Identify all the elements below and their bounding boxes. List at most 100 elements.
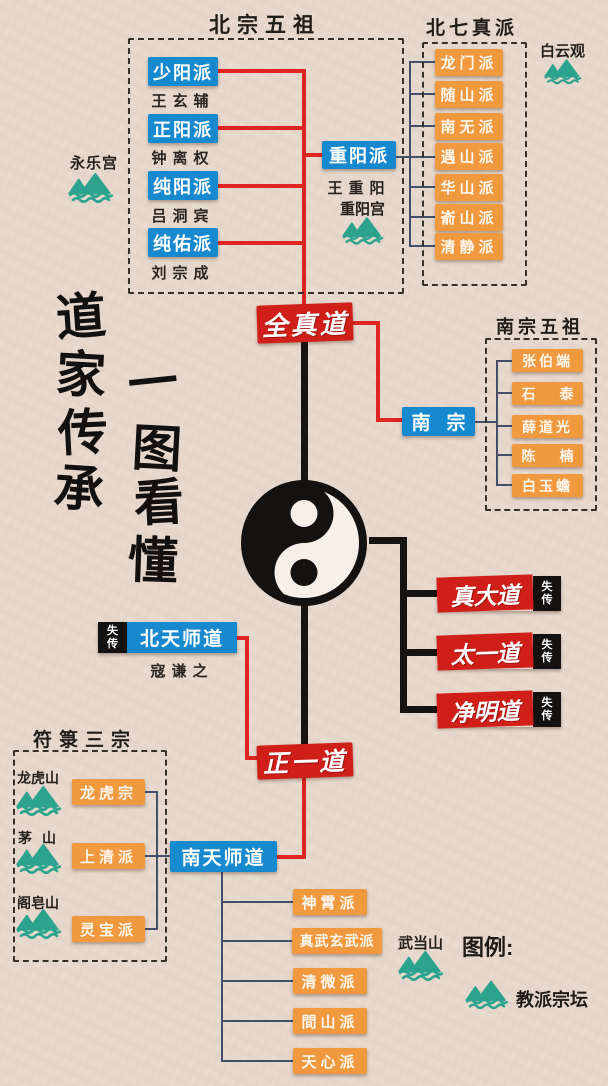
site-gezaoshan-label: 阁皂山 [17, 895, 59, 911]
node-taiyidao: 太一道 失传 [436, 632, 561, 671]
node-shenxiaopai: 神霄派 [293, 889, 367, 915]
taiyidao-lost-tag: 失传 [533, 634, 561, 669]
calligraphy-dong: 懂 [127, 530, 180, 591]
beitianshidao-lost-text: 失传 [107, 624, 118, 650]
founder-kouqianzhi: 寇谦之 [150, 663, 214, 680]
calligraphy-yi: 一 [125, 350, 181, 415]
founder-liuzongcheng: 刘宗成 [151, 265, 215, 282]
calligraphy-chuan: 传 [56, 401, 110, 464]
south-five-stub-5 [496, 484, 512, 486]
south-five-groupbox [485, 338, 597, 511]
north-seven-stub-4 [396, 156, 435, 158]
site-longhushan-label: 龙虎山 [17, 770, 59, 786]
south-five-stub-2 [496, 392, 512, 394]
node-xuedaoguang: 薛道光 [512, 415, 583, 438]
zhendadao-lost-text: 失传 [541, 580, 553, 606]
calligraphy-cheng: 承 [52, 457, 107, 520]
connector-zhengyang [218, 126, 305, 130]
connector-chunyou [218, 241, 305, 245]
node-chongyangpai: 重阳派 [322, 141, 396, 169]
node-jianshanpai: 間山派 [293, 1008, 367, 1034]
node-nanzong: 南宗 [402, 407, 475, 436]
jingmingdao-label: 净明道 [436, 690, 534, 729]
node-zhengyidao: 正一道 [256, 742, 354, 780]
node-shangqingpai: 上清派 [72, 843, 145, 869]
jingmingdao-lost-tag: 失传 [533, 692, 561, 727]
north-seven-rail [409, 61, 411, 247]
site-yonglegong-label: 永乐宫 [70, 155, 119, 172]
site-chongyanggong-label: 重阳宫 [340, 201, 386, 218]
node-yushanpai: 遇山派 [435, 143, 503, 170]
node-longmenpai: 龙门派 [435, 49, 503, 76]
north-five-groupbox [128, 38, 404, 294]
calligraphy-kan: 看 [132, 471, 186, 534]
jingmingdao-lost-text: 失传 [541, 696, 553, 722]
calligraphy-tu: 图 [130, 417, 184, 480]
connector-chongyang [302, 153, 324, 157]
south-five-rail [496, 360, 498, 486]
node-chunyangpai: 纯阳派 [148, 171, 218, 200]
stub-taiyidao [400, 649, 437, 656]
gezaoshan-mountain-icon [16, 908, 62, 939]
south-schools-stub-5 [221, 1060, 293, 1062]
taiyidao-lost-text: 失传 [541, 638, 553, 664]
zhendadao-label: 真大道 [436, 574, 534, 613]
node-tianxinpai: 天心派 [293, 1048, 367, 1074]
yonglegong-mountain-icon [68, 172, 114, 204]
south-five-stub-1 [496, 360, 512, 362]
stub-zhendadao [400, 590, 437, 597]
baiyunguan-mountain-icon [544, 59, 582, 85]
node-nantianshidao: 南天师道 [170, 841, 277, 872]
node-zhangboduan: 张伯端 [512, 349, 583, 372]
fulu-groupbox [13, 750, 167, 962]
node-nanwupai: 南无派 [435, 113, 503, 140]
south-five-stub-3 [496, 425, 512, 427]
chongyanggong-mountain-icon [342, 217, 384, 245]
founder-lvdongbin: 吕洞宾 [151, 208, 215, 225]
node-qingweipai: 清微派 [293, 968, 367, 994]
beitianshidao-label: 北天师道 [127, 622, 237, 653]
south-schools-stub-4 [221, 1020, 293, 1022]
node-zhenwuxuanwupai: 真武玄武派 [292, 928, 382, 954]
legend-label: 教派宗坛 [516, 990, 588, 1010]
node-qingjingpai: 清静派 [435, 233, 503, 260]
node-shitai: 石泰 [512, 382, 583, 405]
node-jingmingdao: 净明道 失传 [436, 690, 561, 729]
fulu-title: 符箓三宗 [32, 730, 137, 751]
founder-zhongliquan: 钟离权 [151, 150, 215, 167]
node-zhengyangpai: 正阳派 [148, 114, 218, 143]
site-wudangshan-label: 武当山 [398, 935, 444, 952]
north-five-title: 北宗五祖 [209, 14, 321, 37]
connector-north-trunk [302, 69, 306, 306]
beitianshidao-lost-tag: 失传 [98, 622, 127, 653]
fulu-stub-3 [145, 928, 158, 930]
node-suishanpai: 随山派 [435, 81, 503, 108]
founder-wangxuanfu: 王玄辅 [151, 93, 215, 110]
node-zhendadao: 真大道 失传 [436, 574, 561, 613]
maoshan-mountain-icon [16, 843, 62, 874]
connector-shaoyang [218, 69, 305, 73]
node-lingbaopai: 灵宝派 [72, 916, 145, 942]
site-maoshan-label: 茅山 [18, 830, 66, 846]
site-baiyunguan-label: 白云观 [540, 43, 586, 60]
connector-zhengyi-h [277, 855, 306, 859]
stub-jingmingdao [400, 706, 437, 713]
longhushan-mountain-icon [16, 785, 62, 816]
south-five-stub-4 [496, 454, 512, 456]
node-huashanpai: 华山派 [435, 174, 503, 201]
node-chennan: 陈楠 [512, 444, 583, 467]
node-quanzhendao: 全真道 [256, 302, 354, 344]
south-schools-stub-3 [221, 980, 293, 982]
legend-title: 图例: [462, 935, 514, 960]
connector-quanzhen-nanzong-h2 [376, 418, 404, 422]
node-shaoyangpai: 少阳派 [148, 57, 218, 86]
founder-wangchongyang: 王重阳 [327, 180, 391, 197]
node-chunyoupai: 纯佑派 [148, 228, 218, 257]
branch-lost-v [400, 537, 407, 712]
taiyidao-label: 太一道 [436, 632, 534, 671]
connector-beitianshi-v [245, 636, 249, 760]
connector-quanzhen-nanzong-v [376, 321, 380, 422]
taiji-yinyang-symbol [241, 480, 367, 606]
calligraphy-jia: 家 [54, 343, 108, 406]
